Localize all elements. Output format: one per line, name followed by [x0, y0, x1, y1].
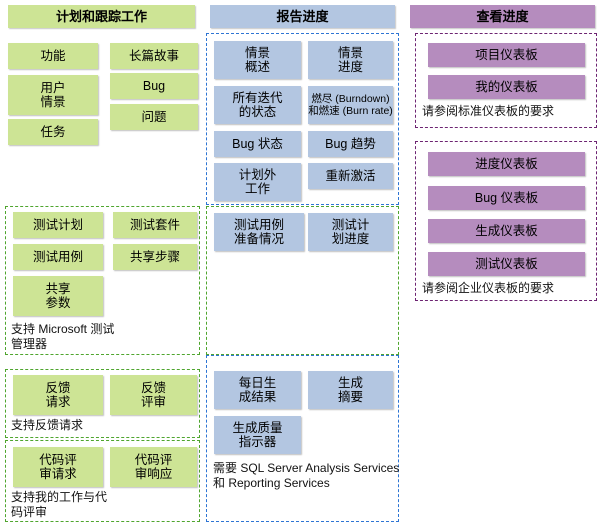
- node-feedback-review[interactable]: 反馈 评审: [110, 375, 197, 415]
- node-feedback-request-label: 反馈 请求: [45, 380, 71, 409]
- node-build-dashboard-label: 生成仪表板: [475, 223, 538, 238]
- node-unplanned-work-label: 计划外 工作: [238, 167, 277, 196]
- node-stories-progress[interactable]: 情景 进度: [308, 41, 393, 79]
- node-stories-progress-label: 情景 进度: [337, 45, 363, 74]
- node-test-dashboard[interactable]: 测试仪表板: [428, 252, 585, 276]
- group-build-reports: [206, 355, 399, 522]
- node-feedback-request[interactable]: 反馈 请求: [13, 375, 103, 415]
- node-test-plan[interactable]: 测试计划: [13, 212, 103, 238]
- group-standard-dashboards: [415, 33, 597, 128]
- node-test-case[interactable]: 测试用例: [13, 244, 103, 270]
- node-burndown-burnrate-label: 燃尽 (Burndown) 和燃速 (Burn rate): [308, 92, 393, 117]
- node-progress-dashboard[interactable]: 进度仪表板: [428, 152, 585, 176]
- column-plan-and-track: 计划和跟踪工作 功能 长篇故事 用户 情景 Bug 问题 任务 测试计划 测试套…: [0, 0, 203, 527]
- node-project-dashboard[interactable]: 项目仪表板: [428, 43, 585, 67]
- node-reactivations-label: 重新激活: [325, 168, 376, 183]
- node-test-plan-progress-label: 测试计 划进度: [331, 217, 370, 246]
- node-feature-label: 功能: [40, 48, 66, 63]
- node-code-review-request-label: 代码评 审请求: [39, 452, 77, 481]
- node-feature[interactable]: 功能: [8, 43, 98, 69]
- node-bug-status[interactable]: Bug 状态: [214, 131, 301, 157]
- note-standard-dashboards: 请参阅标准仪表板的要求: [422, 104, 555, 118]
- column-report-progress: 报告进度 情景 概述 情景 进度 所有迭代 的状态 燃尽 (Burndown) …: [203, 0, 403, 527]
- node-unplanned-work[interactable]: 计划外 工作: [214, 163, 301, 201]
- note-build-reports: 需要 SQL Server Analysis Services 和 Report…: [213, 461, 400, 490]
- node-status-all-iterations-label: 所有迭代 的状态: [232, 90, 283, 119]
- group-code-review: [5, 440, 200, 522]
- node-burndown-burnrate[interactable]: 燃尽 (Burndown) 和燃速 (Burn rate): [308, 86, 393, 124]
- node-build-dashboard[interactable]: 生成仪表板: [428, 219, 585, 243]
- node-test-plan-progress[interactable]: 测试计 划进度: [308, 213, 393, 251]
- note-enterprise-dashboards: 请参阅企业仪表板的要求: [422, 281, 555, 295]
- node-test-case-readiness-label: 测试用例 准备情况: [233, 217, 284, 246]
- node-task-label: 任务: [40, 124, 66, 139]
- node-test-dashboard-label: 测试仪表板: [475, 256, 538, 271]
- node-bug-status-label: Bug 状态: [232, 136, 283, 151]
- node-build-quality-indicators-label: 生成质量 指示器: [232, 420, 283, 449]
- node-bug-dashboard-label: Bug 仪表板: [474, 190, 539, 205]
- node-test-suite[interactable]: 测试套件: [113, 212, 197, 238]
- node-test-suite-label: 测试套件: [129, 217, 180, 232]
- node-bug-trends-label: Bug 趋势: [325, 136, 376, 151]
- group-test-management: [5, 206, 200, 355]
- node-feedback-review-label: 反馈 评审: [140, 380, 166, 409]
- node-epic-label: 长篇故事: [128, 48, 179, 63]
- group-feedback: [5, 369, 200, 438]
- node-build-summary-label: 生成 摘要: [337, 375, 363, 404]
- node-issue[interactable]: 问题: [110, 104, 198, 130]
- column-header-plan-and-track: 计划和跟踪工作: [8, 5, 195, 28]
- note-test-management: 支持 Microsoft 测试 管理器: [11, 322, 115, 351]
- node-user-story-label: 用户 情景: [40, 80, 66, 109]
- node-my-dashboard[interactable]: 我的仪表板: [428, 75, 585, 99]
- note-code-review: 支持我的工作与代 码评审: [11, 490, 108, 519]
- node-my-dashboard-label: 我的仪表板: [475, 79, 538, 94]
- node-shared-steps-label: 共享步骤: [129, 249, 180, 264]
- node-daily-build-results-label: 每日生 成结果: [238, 375, 277, 404]
- node-user-story[interactable]: 用户 情景: [8, 75, 98, 115]
- node-status-all-iterations[interactable]: 所有迭代 的状态: [214, 86, 301, 124]
- node-bug-dashboard[interactable]: Bug 仪表板: [428, 186, 585, 210]
- node-build-quality-indicators[interactable]: 生成质量 指示器: [214, 416, 301, 454]
- node-shared-parameters-label: 共享 参数: [45, 281, 71, 310]
- group-enterprise-dashboards: [415, 141, 597, 301]
- column-view-progress: 查看进度 项目仪表板 我的仪表板 请参阅标准仪表板的要求 进度仪表板 Bug 仪…: [403, 0, 603, 527]
- node-test-case-readiness[interactable]: 测试用例 准备情况: [214, 213, 304, 251]
- group-test-reports: [206, 206, 399, 355]
- node-bug-trends[interactable]: Bug 趋势: [308, 131, 393, 157]
- node-project-dashboard-label: 项目仪表板: [475, 47, 538, 62]
- column-header-report-progress: 报告进度: [210, 5, 395, 28]
- node-bug[interactable]: Bug: [110, 73, 198, 99]
- note-feedback: 支持反馈请求: [11, 418, 84, 432]
- node-reactivations[interactable]: 重新激活: [308, 163, 393, 189]
- node-code-review-response[interactable]: 代码评 审响应: [110, 447, 197, 487]
- node-stories-overview[interactable]: 情景 概述: [214, 41, 301, 79]
- node-task[interactable]: 任务: [8, 119, 98, 145]
- node-shared-steps[interactable]: 共享步骤: [113, 244, 197, 270]
- node-build-summary[interactable]: 生成 摘要: [308, 371, 393, 409]
- node-progress-dashboard-label: 进度仪表板: [475, 156, 538, 171]
- node-bug-label: Bug: [142, 78, 166, 93]
- node-shared-parameters[interactable]: 共享 参数: [13, 276, 103, 316]
- node-test-case-label: 测试用例: [32, 249, 83, 264]
- node-epic[interactable]: 长篇故事: [110, 43, 198, 69]
- node-daily-build-results[interactable]: 每日生 成结果: [214, 371, 301, 409]
- node-code-review-request[interactable]: 代码评 审请求: [13, 447, 103, 487]
- group-progress-reports: [206, 33, 399, 205]
- node-test-plan-label: 测试计划: [32, 217, 83, 232]
- column-header-view-progress: 查看进度: [410, 5, 595, 28]
- node-issue-label: 问题: [141, 109, 167, 124]
- node-code-review-response-label: 代码评 审响应: [134, 452, 173, 481]
- node-stories-overview-label: 情景 概述: [244, 45, 270, 74]
